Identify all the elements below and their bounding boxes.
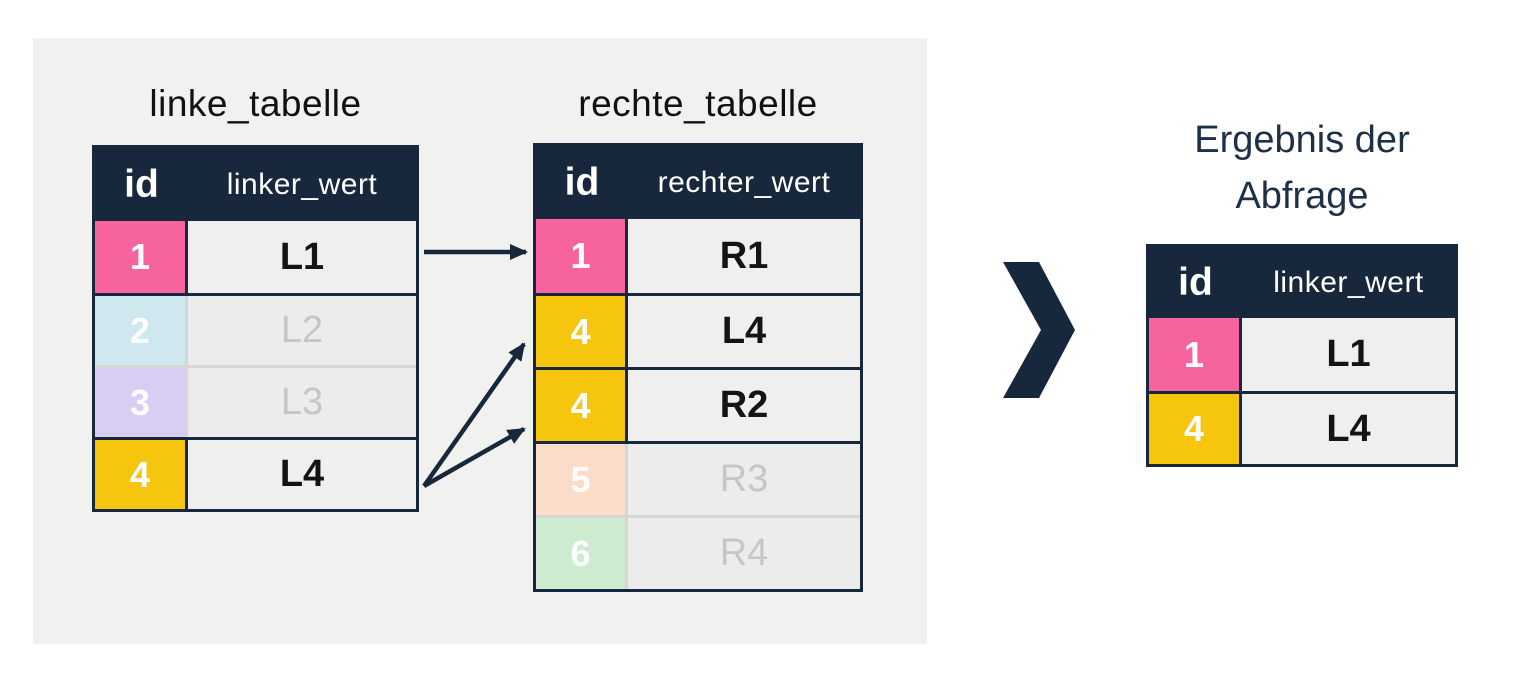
id-cell: 4 xyxy=(536,296,628,367)
value-cell: L4 xyxy=(628,296,860,367)
value-cell: L1 xyxy=(188,221,416,293)
result-title-line-2: Abfrage xyxy=(1235,175,1369,217)
right-table-header: id rechter_wert xyxy=(536,146,860,219)
value-cell: L4 xyxy=(1242,394,1455,464)
value-cell: L2 xyxy=(188,296,416,365)
id-cell: 1 xyxy=(536,219,628,293)
result-chevron-icon xyxy=(1003,262,1075,398)
value-cell: R3 xyxy=(628,444,860,515)
header-id-label: id xyxy=(1178,260,1213,304)
value-cell: L1 xyxy=(1242,318,1455,391)
header-value-label: linker_wert xyxy=(226,167,378,201)
id-cell: 6 xyxy=(536,518,628,589)
result-title-line-1: Ergebnis der xyxy=(1194,119,1410,161)
id-cell: 4 xyxy=(95,440,188,509)
value-cell: R2 xyxy=(628,370,860,441)
id-cell: 2 xyxy=(95,296,188,365)
left-table-title: linke_tabelle xyxy=(149,83,362,124)
id-cell: 5 xyxy=(536,444,628,515)
id-cell: 3 xyxy=(95,368,188,437)
id-cell: 1 xyxy=(1149,318,1242,391)
id-cell: 4 xyxy=(536,370,628,441)
value-cell: R1 xyxy=(628,219,860,293)
header-id-label: id xyxy=(124,162,159,206)
left-table-header: id linker_wert xyxy=(95,148,416,221)
header-value-label: rechter_wert xyxy=(657,165,831,199)
result-table-title: Ergebnis der Abfrage xyxy=(1146,112,1458,224)
id-cell: 4 xyxy=(1149,394,1242,464)
id-cell: 1 xyxy=(95,221,188,293)
result-table-header: id linker_wert xyxy=(1149,247,1455,318)
right-table-title: rechte_tabelle xyxy=(578,83,818,124)
value-cell: L3 xyxy=(188,368,416,437)
header-id-label: id xyxy=(564,160,600,204)
header-value-label: linker_wert xyxy=(1273,265,1424,299)
value-cell: L4 xyxy=(188,440,416,509)
value-cell: R4 xyxy=(628,518,860,589)
